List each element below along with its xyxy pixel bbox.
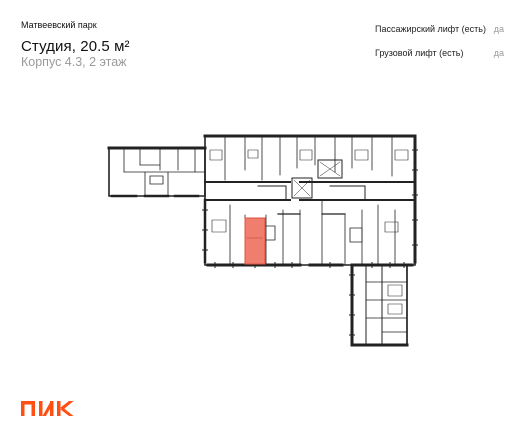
building-floor: Корпус 4.3, 2 этаж xyxy=(21,55,127,69)
feature-passenger-lift-value: да xyxy=(493,24,504,34)
selected-apartment[interactable] xyxy=(244,217,266,265)
feature-freight-lift-value: да xyxy=(493,48,504,58)
pik-logo xyxy=(21,401,74,416)
apartment-title: Студия, 20.5 м² xyxy=(21,38,130,55)
feature-freight-lift-label: Грузовой лифт (есть) xyxy=(375,48,464,58)
project-name: Матвеевский парк xyxy=(21,20,97,30)
feature-passenger-lift-label: Пассажирский лифт (есть) xyxy=(375,24,486,34)
